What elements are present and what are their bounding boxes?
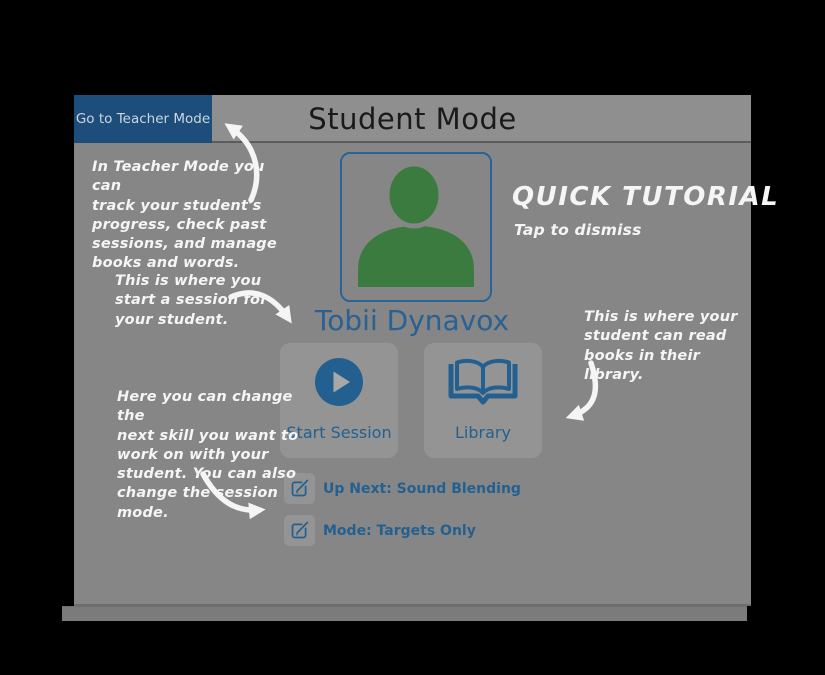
library-label: Library: [455, 423, 511, 442]
open-book-icon: [448, 343, 518, 421]
header-bar: Student Mode Go to Teacher Mode: [74, 95, 751, 143]
edit-mode-button[interactable]: [284, 515, 315, 546]
start-session-button[interactable]: Start Session: [280, 343, 398, 458]
play-icon: [315, 343, 363, 421]
up-next-setting[interactable]: Up Next: Sound Blending: [284, 473, 521, 504]
window-base-shadow: [62, 606, 747, 621]
student-name: Tobii Dynavox: [314, 304, 510, 337]
edit-icon: [291, 479, 309, 497]
student-avatar[interactable]: [340, 152, 492, 302]
app-window: Student Mode Go to Teacher Mode Tobii Dy…: [74, 95, 751, 606]
tutorial-note-library: This is where your student can read book…: [584, 309, 738, 383]
tutorial-note-session-settings: Here you can change the next skill you w…: [117, 389, 299, 521]
go-to-teacher-mode-button[interactable]: Go to Teacher Mode: [74, 95, 212, 143]
edit-icon: [291, 521, 309, 539]
page-title: Student Mode: [308, 102, 517, 136]
start-session-label: Start Session: [286, 423, 392, 442]
tutorial-note-teacher-mode: In Teacher Mode you can track your stude…: [92, 159, 277, 272]
edit-up-next-button[interactable]: [284, 473, 315, 504]
tutorial-note-start-session: This is where you start a session for yo…: [115, 273, 268, 328]
library-button[interactable]: Library: [424, 343, 542, 458]
tutorial-dismiss-hint: Tap to dismiss: [514, 221, 642, 239]
mode-label: Mode: Targets Only: [323, 522, 476, 539]
person-icon: [358, 161, 474, 287]
mode-setting[interactable]: Mode: Targets Only: [284, 515, 476, 546]
up-next-label: Up Next: Sound Blending: [323, 480, 521, 497]
tutorial-heading: QUICK TUTORIAL: [512, 182, 780, 212]
